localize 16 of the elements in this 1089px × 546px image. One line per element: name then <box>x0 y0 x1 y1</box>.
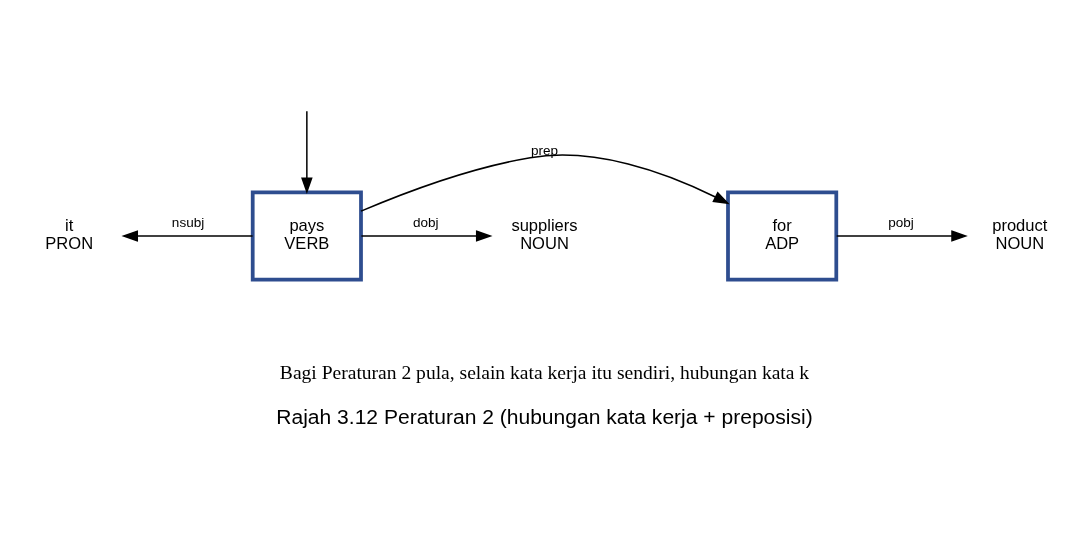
node-text: product NOUN <box>992 216 1048 254</box>
caption: Rajah 3.12 Peraturan 2 (hubungan kata kerja + preposisi) <box>276 405 813 429</box>
arrow <box>121 230 254 242</box>
label: Bagi Peraturan 2 pula, selain kata kerja itu sendiri, hubungan kata k <box>279 362 810 384</box>
arrow <box>301 110 313 194</box>
node-box: for ADP <box>726 190 839 282</box>
node-text: suppliers NOUN <box>511 216 578 254</box>
edge-label: dobj <box>412 215 439 231</box>
arrow <box>360 230 493 242</box>
node-box: pays VERB <box>250 190 363 282</box>
arrow <box>360 154 730 212</box>
edge-label: pobj <box>888 215 914 231</box>
edge-label: nsubj <box>171 215 205 231</box>
arrow <box>835 230 968 242</box>
node-text: it PRON <box>45 216 94 254</box>
edge-label: prep <box>530 143 559 159</box>
